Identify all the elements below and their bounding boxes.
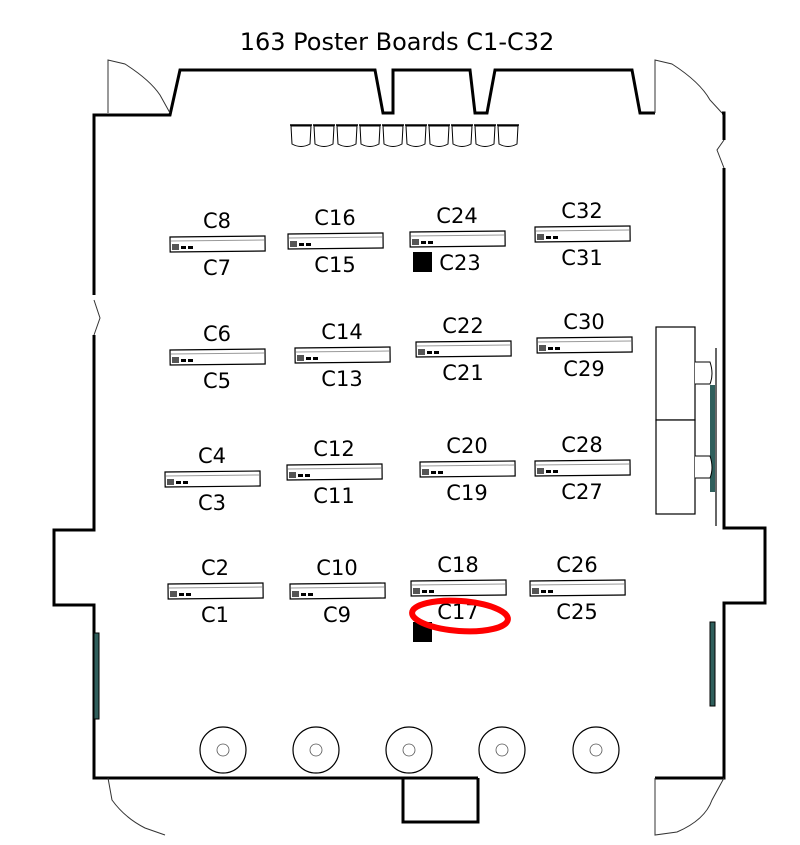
doors bbox=[93, 59, 725, 836]
board-label-bottom: C25 bbox=[556, 600, 597, 624]
window-right-upper bbox=[710, 385, 715, 492]
chair-icon bbox=[497, 124, 519, 147]
round-table bbox=[478, 726, 526, 774]
board-label-bottom: C23 bbox=[439, 251, 480, 275]
board-label-top: C6 bbox=[203, 322, 231, 346]
round-table bbox=[572, 726, 620, 774]
board-label-top: C24 bbox=[436, 204, 477, 228]
window-left bbox=[93, 632, 100, 720]
board-label-top: C28 bbox=[561, 433, 602, 457]
window-right bbox=[709, 621, 716, 707]
board-label-top: C12 bbox=[313, 437, 354, 461]
board-label-bottom: C5 bbox=[203, 369, 231, 393]
board-label-bottom: C27 bbox=[561, 480, 602, 504]
highlight-circle-c17 bbox=[409, 597, 511, 635]
floor-plan-title: 163 Poster Boards C1-C32 bbox=[240, 28, 555, 56]
board-label-bottom: C21 bbox=[442, 361, 483, 385]
side-tables bbox=[655, 326, 717, 526]
round-table bbox=[292, 726, 340, 774]
board-label-top: C32 bbox=[561, 199, 602, 223]
round-table bbox=[199, 726, 247, 774]
round-tables bbox=[199, 726, 620, 774]
chair-icon bbox=[336, 124, 358, 147]
board-label-top: C18 bbox=[437, 553, 478, 577]
room-walls bbox=[52, 68, 767, 824]
board-label-top: C4 bbox=[198, 444, 226, 468]
board-label-top: C10 bbox=[316, 556, 357, 580]
chair-icon bbox=[359, 124, 381, 147]
board-label-top: C30 bbox=[563, 310, 604, 334]
board-label-top: C22 bbox=[442, 314, 483, 338]
chair-icon bbox=[695, 361, 713, 385]
round-table bbox=[385, 726, 433, 774]
board-label-bottom: C15 bbox=[314, 253, 355, 277]
chair-icon bbox=[451, 124, 473, 147]
board-label-top: C26 bbox=[556, 553, 597, 577]
board-label-bottom: C29 bbox=[563, 357, 604, 381]
board-label-top: C14 bbox=[321, 320, 362, 344]
board-label-bottom: C3 bbox=[198, 491, 226, 515]
poster-boards: C8C7C16C15C24C23C32C31C6C5C14C13C22C21C3… bbox=[164, 199, 633, 627]
chair-icon bbox=[474, 124, 496, 147]
board-label-bottom: C11 bbox=[313, 484, 354, 508]
board-label-bottom: C13 bbox=[321, 367, 362, 391]
board-label-top: C8 bbox=[203, 209, 231, 233]
chair-icon bbox=[313, 124, 335, 147]
board-label-top: C20 bbox=[446, 434, 487, 458]
chair-row bbox=[290, 124, 519, 147]
chair-icon bbox=[382, 124, 404, 147]
board-label-top: C16 bbox=[314, 206, 355, 230]
board-label-bottom: C1 bbox=[201, 603, 229, 627]
black-marker bbox=[413, 252, 432, 272]
chair-icon bbox=[290, 124, 312, 147]
board-label-bottom: C31 bbox=[561, 246, 602, 270]
chair-icon bbox=[428, 124, 450, 147]
board-label-bottom: C19 bbox=[446, 481, 487, 505]
chair-icon bbox=[695, 455, 713, 479]
board-label-bottom: C7 bbox=[203, 256, 231, 280]
chair-icon bbox=[405, 124, 427, 147]
board-label-top: C2 bbox=[201, 556, 229, 580]
board-label-bottom: C9 bbox=[323, 603, 351, 627]
